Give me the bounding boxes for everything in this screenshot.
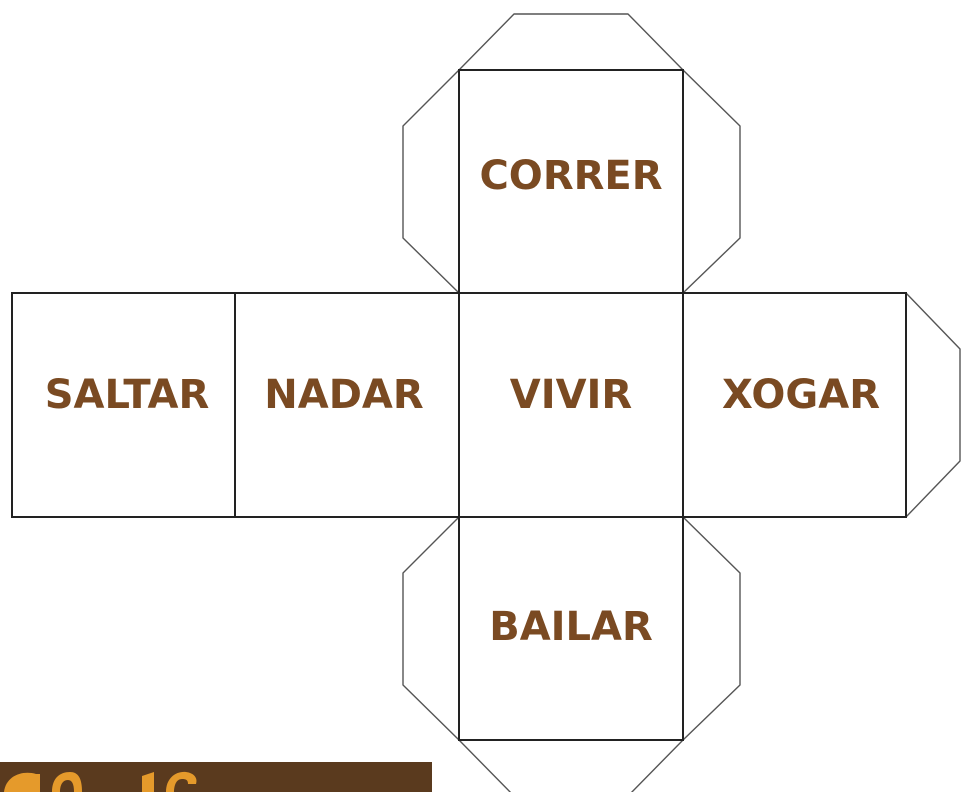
- face-top: [458, 69, 684, 294]
- face-right: [682, 292, 907, 518]
- face-left: [234, 292, 460, 518]
- face-left-outer-label: SALTAR: [45, 372, 210, 418]
- face-center: [458, 292, 684, 518]
- flap-top-left: [402, 69, 460, 294]
- flap-bottom-right: [682, 516, 741, 741]
- face-top-label: CORRER: [479, 153, 662, 199]
- face-left-outer: [11, 292, 236, 518]
- bottom-banner: [0, 762, 432, 792]
- cropped-glyphs: [4, 771, 197, 792]
- flap-top: [458, 13, 684, 71]
- face-right-label: XOGAR: [722, 372, 880, 418]
- face-center-label: VIVIR: [510, 372, 632, 418]
- face-left-label: NADAR: [264, 372, 423, 418]
- face-bottom: [458, 516, 684, 741]
- flap-bottom: [458, 739, 684, 792]
- flap-bottom-left: [402, 516, 460, 741]
- flap-right: [905, 292, 961, 518]
- flap-top-right: [682, 69, 741, 294]
- face-bottom-label: BAILAR: [489, 604, 653, 650]
